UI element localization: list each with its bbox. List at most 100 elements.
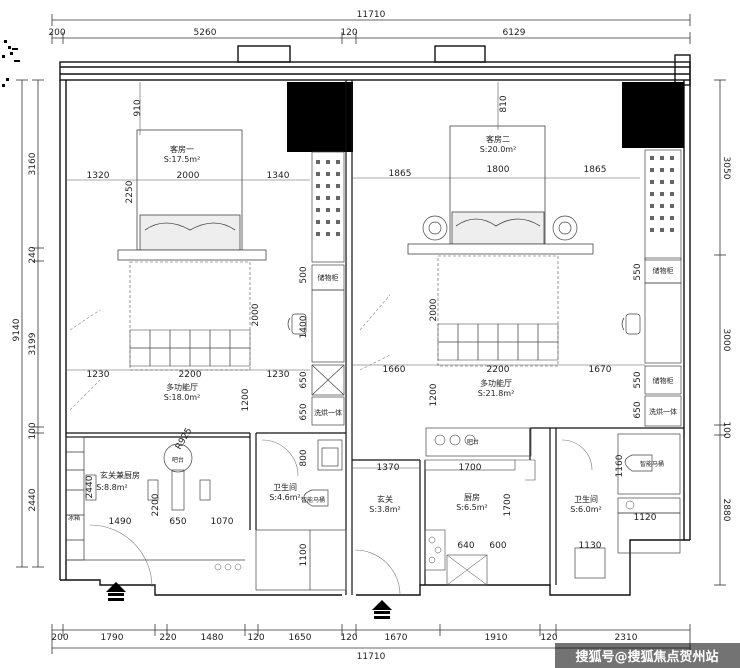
kitchen: 1700 1700 640 600 厨房 S:6.5m² xyxy=(424,459,536,586)
column-right xyxy=(622,82,684,148)
k-1700-dim: 1700 xyxy=(459,463,482,473)
right-wardrobe-label-1: 储物柜 xyxy=(653,266,674,275)
b1-1100-dim: 1100 xyxy=(299,543,309,566)
fk-1490-dim: 1490 xyxy=(109,517,132,527)
right-washdry-label: 洗烘一体 xyxy=(649,407,677,416)
g2-w3-dim: 1865 xyxy=(584,165,607,175)
b2-1130-dim: 1130 xyxy=(579,541,602,551)
foyer-area: S:3.8m² xyxy=(369,505,401,514)
top-dim-4: 6129 xyxy=(503,28,526,38)
right-dim-4: 2880 xyxy=(721,499,731,522)
b1-800-dim: 800 xyxy=(299,449,309,466)
fk-fridge-label: 冰箱 xyxy=(68,514,80,522)
bottom-dim-3: 220 xyxy=(159,633,176,643)
foyer-kitchen-area: S:8.8m² xyxy=(96,483,128,492)
bottom-dim-6: 1650 xyxy=(289,633,312,643)
bathroom-1: 卫生间 S:4.6m² 智能马桶 800 1100 xyxy=(255,439,347,591)
top-dim-3: 120 xyxy=(340,28,357,38)
right-dimension-chain xyxy=(714,79,726,586)
cab2-650-dim: 650 xyxy=(633,401,643,418)
cab2-550a-dim: 550 xyxy=(633,263,643,280)
k-640-dim: 640 xyxy=(457,541,474,551)
multi-hall-1: 1230 2200 1230 2000 1200 多功能厅 S:18.0m² xyxy=(66,261,310,411)
guest2-name: 客房二 xyxy=(486,134,510,144)
storage-strips xyxy=(65,436,85,561)
bottom-dim-5: 120 xyxy=(247,633,264,643)
interior-walls xyxy=(66,80,684,595)
left-dim-2: 240 xyxy=(28,246,38,263)
fk-radius-dim: R925 xyxy=(174,426,194,451)
exterior-walls xyxy=(59,45,691,596)
g2-w2-dim: 1800 xyxy=(487,165,510,175)
m1-mid-dim: 2200 xyxy=(179,370,202,380)
guest2-area: S:20.0m² xyxy=(480,145,517,154)
watermark-text: 搜狐号@搜狐焦点贺州站 xyxy=(575,649,718,665)
b2-1120-dim: 1120 xyxy=(634,513,657,523)
left-total-dim: 9140 xyxy=(12,318,22,341)
m2-h-dim: 2000 xyxy=(429,298,439,321)
cab-500-dim: 500 xyxy=(299,266,309,283)
fk-2440-dim: 2440 xyxy=(85,475,95,498)
m1-h-dim: 2000 xyxy=(251,303,261,326)
bottom-total-dim: 11710 xyxy=(357,652,386,662)
multi-hall-2: 1660 2200 1670 2000 1200 多功能厅 S:21.8m² 吧… xyxy=(352,255,645,457)
k-1700v-dim: 1700 xyxy=(503,493,513,516)
g1-w3-dim: 1340 xyxy=(267,171,290,181)
bottom-dim-11: 2310 xyxy=(615,633,638,643)
k-600-dim: 600 xyxy=(489,541,506,551)
foyer-kitchen: 玄关兼厨房 S:8.8m² 吧台 R925 1490 650 1070 2200… xyxy=(66,426,245,588)
top-total-dim: 11710 xyxy=(357,10,386,20)
right-dim-3: 100 xyxy=(721,421,731,438)
g1-w2-dim: 2000 xyxy=(177,171,200,181)
multi2-area: S:21.8m² xyxy=(478,389,515,398)
right-cabinet-column xyxy=(644,149,682,427)
foyer-kitchen-name: 玄关兼厨房 xyxy=(100,470,140,480)
entrance-arrow-icon-left xyxy=(106,582,126,601)
kitchen-area: S:6.5m² xyxy=(456,503,488,512)
left-dim-5: 2440 xyxy=(28,488,38,511)
right-dim-2: 3000 xyxy=(721,329,731,352)
multi1-name: 多功能厅 xyxy=(166,382,198,392)
m2-bar-label: 吧台 xyxy=(467,438,479,446)
multi1-area: S:18.0m² xyxy=(164,393,201,402)
column-left xyxy=(287,82,353,152)
k-1370-dim: 1370 xyxy=(377,463,400,473)
right-wardrobe-label-2: 储物柜 xyxy=(653,376,674,385)
foyer: 1370 玄关 S:3.8m² xyxy=(352,463,420,596)
entrance-arrow-icon-right xyxy=(372,600,392,619)
top-dim-1: 200 xyxy=(48,28,65,38)
bathroom-2: 卫生间 S:6.0m² 智能马桶 1160 1120 1130 xyxy=(561,433,681,579)
fk-650-dim: 650 xyxy=(169,517,186,527)
bath2-area: S:6.0m² xyxy=(570,505,602,514)
cab-1400-dim: 1400 xyxy=(299,315,309,338)
guest-room-2: 客房二 S:20.0m² 810 1865 1800 1865 xyxy=(352,82,640,255)
cab2-550b-dim: 550 xyxy=(633,371,643,388)
cab-650a-dim: 650 xyxy=(299,371,309,388)
compass-icon xyxy=(2,40,20,87)
bath1-name: 卫生间 xyxy=(273,482,297,492)
bath2-name: 卫生间 xyxy=(574,494,598,504)
top-dimension-chain xyxy=(51,14,691,44)
fk-2200-dim: 2200 xyxy=(151,493,161,516)
kitchen-name: 厨房 xyxy=(464,492,480,502)
bottom-dim-1: 200 xyxy=(51,633,68,643)
left-cabinet-column xyxy=(311,151,345,426)
multi2-name: 多功能厅 xyxy=(480,378,512,388)
g2-top-dim: 810 xyxy=(499,95,509,112)
guest1-area: S:17.5m² xyxy=(164,155,201,164)
left-wardrobe-label: 储物柜 xyxy=(318,273,339,282)
guest1-name: 客房一 xyxy=(170,144,194,154)
bath1-toilet-label: 智能马桶 xyxy=(301,496,325,504)
g1-top-dim: 910 xyxy=(133,99,143,116)
m2-right-dim: 1670 xyxy=(589,365,612,375)
fk-bar-label: 吧台 xyxy=(172,456,184,464)
bath2-toilet-label: 智能马桶 xyxy=(640,460,664,468)
bottom-dim-9: 1910 xyxy=(485,633,508,643)
b2-1160-dim: 1160 xyxy=(615,454,625,477)
left-dim-4: 100 xyxy=(28,422,38,439)
g2-w1-dim: 1865 xyxy=(389,169,412,179)
watermark-bg xyxy=(555,643,740,668)
m2-mid-dim: 2200 xyxy=(487,365,510,375)
m1-left-dim: 1230 xyxy=(87,370,110,380)
